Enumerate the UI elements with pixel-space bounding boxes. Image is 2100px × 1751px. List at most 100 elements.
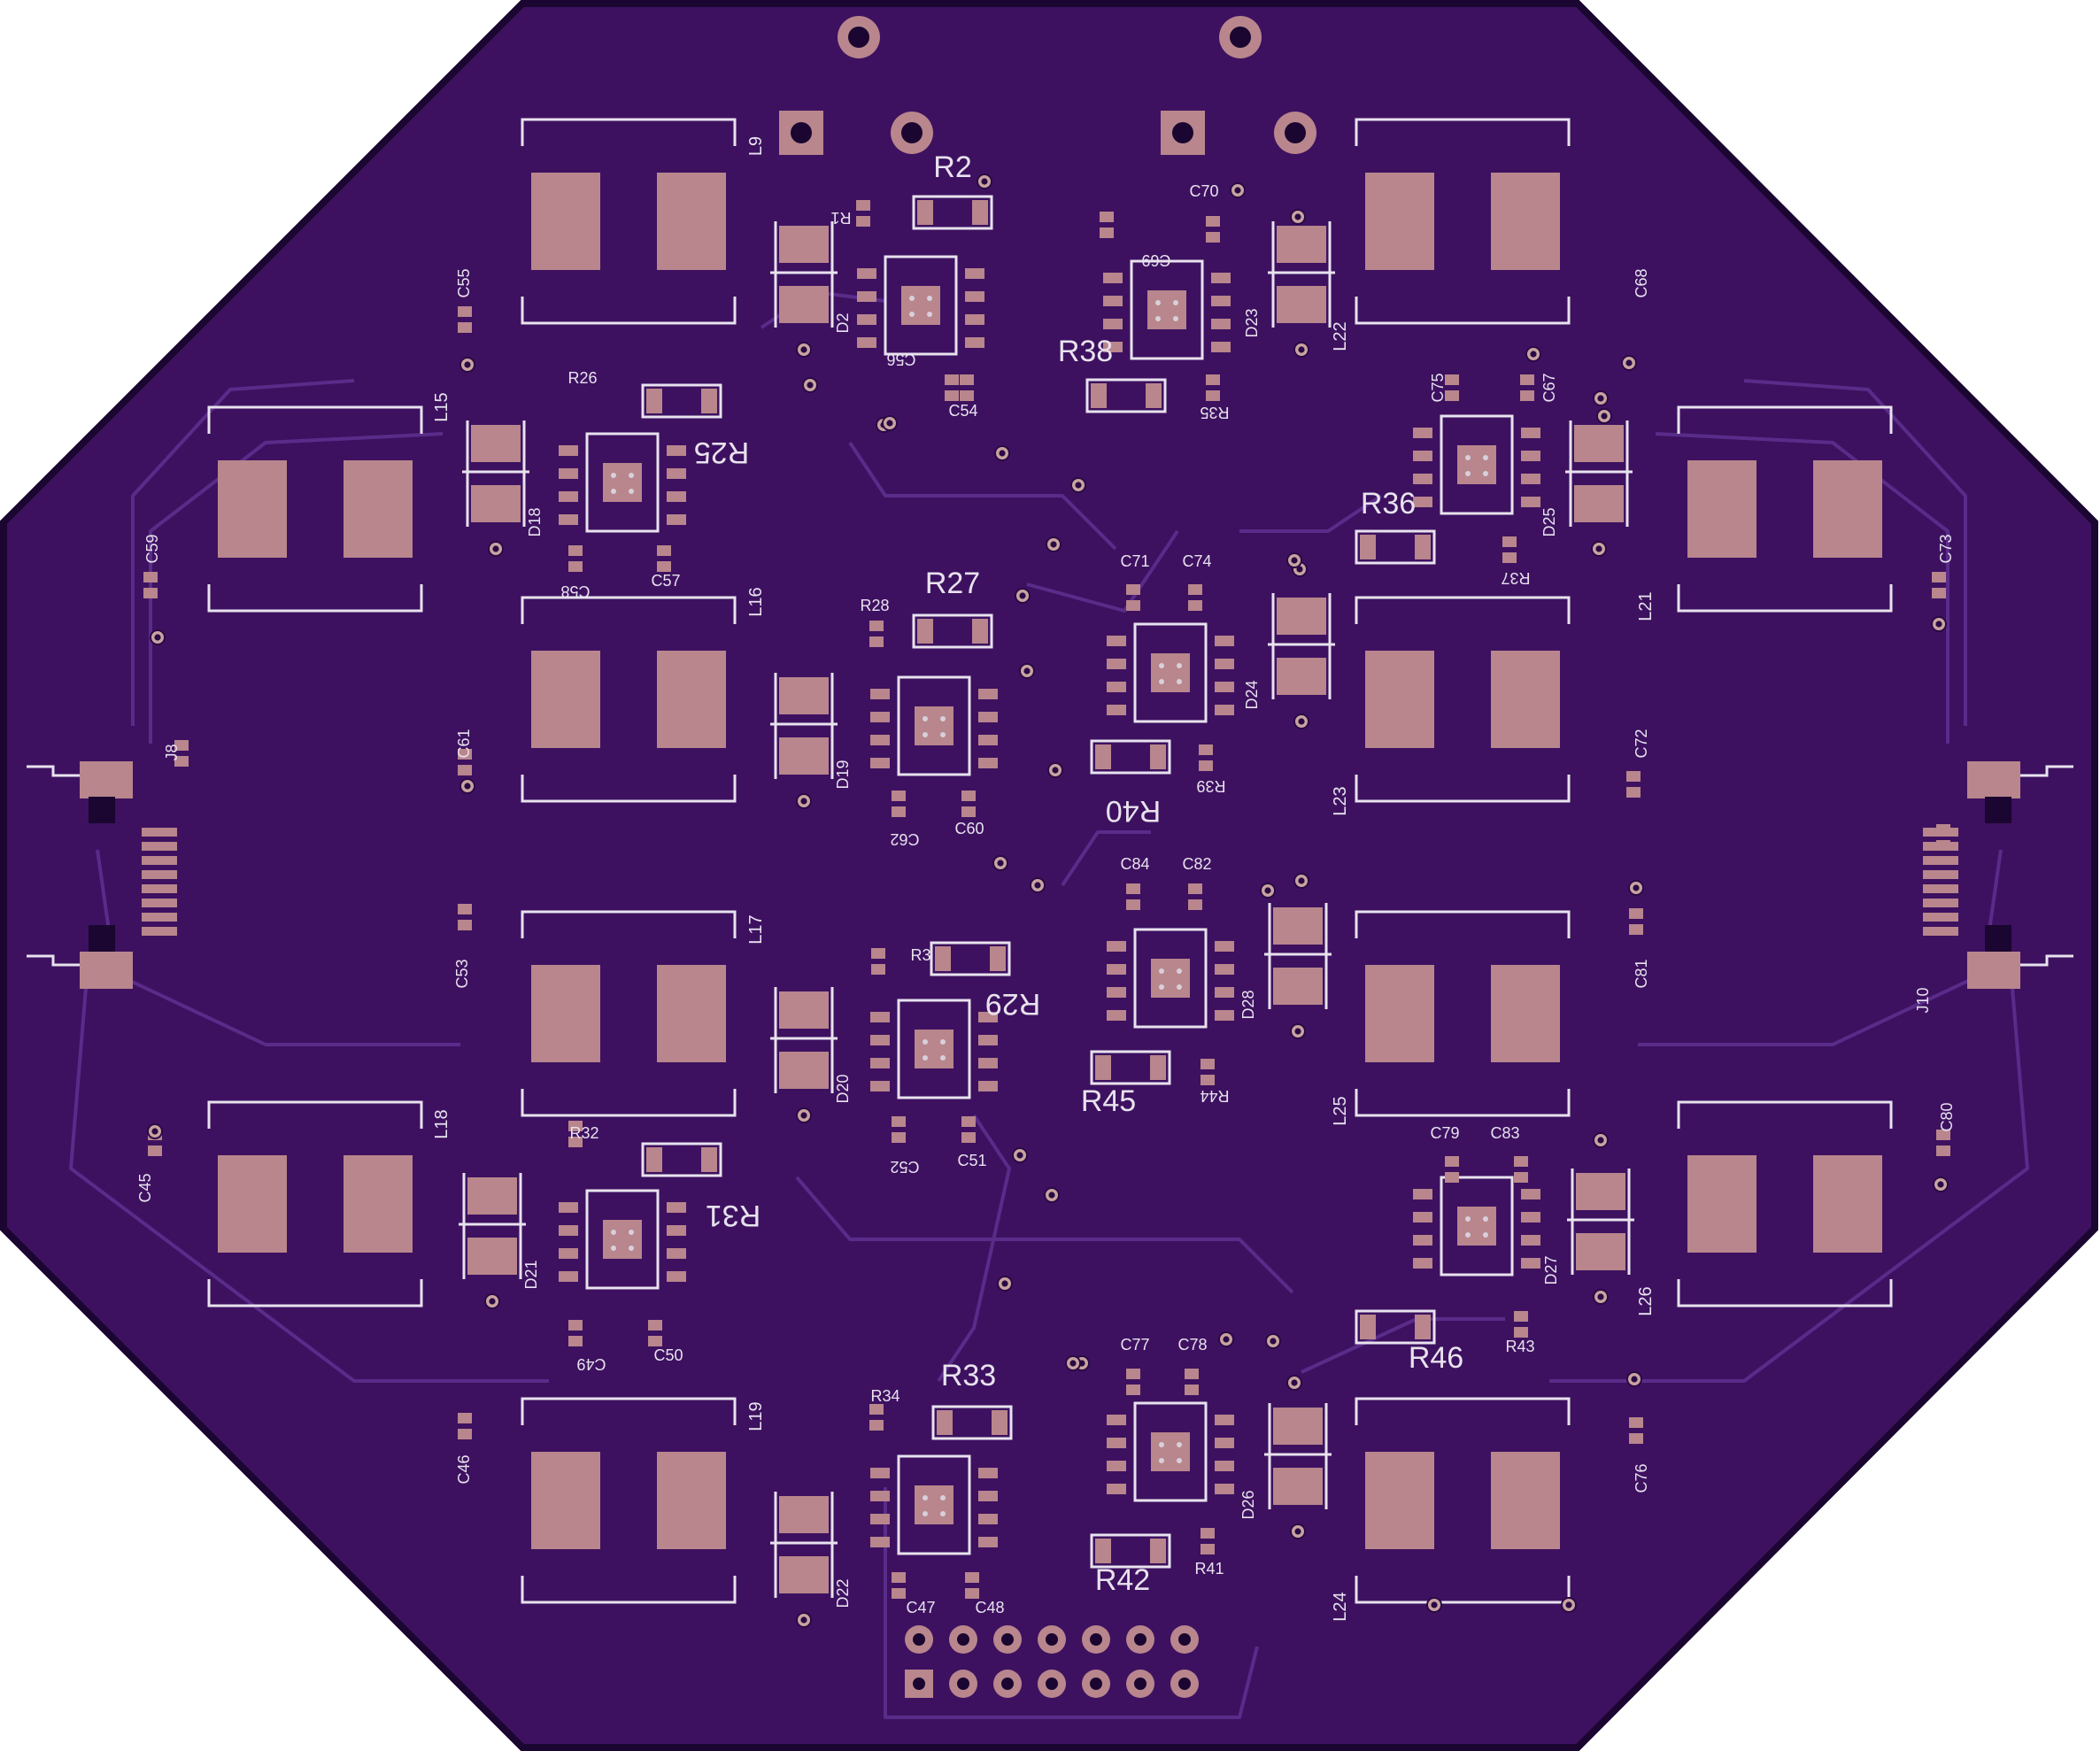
silk-label: L16 [746, 587, 766, 616]
silk-label: D26 [1239, 1490, 1257, 1519]
resistor-pad [1095, 1055, 1111, 1080]
connector-pin [1923, 856, 1958, 865]
ic-dot [629, 489, 634, 494]
via-hole [997, 860, 1004, 867]
silk-label: C57 [651, 572, 680, 590]
trace [937, 1114, 1011, 1383]
small-pad [1100, 228, 1114, 238]
small-pad [1199, 744, 1213, 755]
silk-label: R29 [985, 987, 1040, 1021]
ic-dot [1483, 1232, 1488, 1238]
small-pad [1206, 216, 1220, 227]
ic-pin [1215, 964, 1234, 975]
header-pin-hole [1178, 1633, 1191, 1646]
silk-label: C59 [143, 534, 161, 563]
small-pad [1445, 1156, 1459, 1167]
square-pad-hole [791, 122, 812, 143]
ic-dot [940, 1511, 946, 1516]
via-hole [1633, 884, 1640, 891]
ic-thermal-pad [1151, 653, 1190, 692]
ic-pin [559, 514, 578, 525]
connector-pin [1923, 828, 1958, 837]
small-pad [1514, 1311, 1528, 1322]
ic-outline [1440, 414, 1514, 515]
header-pin-hole [957, 1678, 969, 1690]
small-pad [1445, 374, 1459, 385]
ic-pin [1521, 1189, 1540, 1199]
inductor-pad [657, 1452, 726, 1549]
ic-dot [1159, 679, 1164, 684]
via-hole [1050, 541, 1057, 548]
diode-pad [1277, 226, 1326, 263]
resistor-outline [1090, 739, 1171, 775]
connector-pin [142, 927, 177, 936]
silk-label: D2 [834, 312, 852, 333]
inductor-silk [521, 1397, 737, 1425]
ic-pin [559, 445, 578, 456]
inductor-pad [1687, 1155, 1756, 1253]
resistor-pad [972, 619, 988, 644]
via-hole [1294, 213, 1301, 220]
diode-pad [779, 677, 829, 714]
mounting-hole [901, 122, 923, 143]
ic-pin [1521, 1258, 1540, 1269]
ic-pin [1107, 1415, 1126, 1425]
small-pad [648, 1336, 662, 1346]
small-pad [856, 200, 870, 211]
ic-pin [870, 735, 890, 745]
via-hole [1597, 1293, 1604, 1300]
via-hole [1264, 887, 1271, 894]
ic-dot [923, 732, 928, 737]
silk-label: R36 [1361, 487, 1416, 521]
small-pad [1126, 584, 1140, 595]
resistor-pad [1095, 744, 1111, 769]
silk-label: C51 [957, 1152, 986, 1169]
ic-dot [927, 296, 932, 301]
diode-pad [779, 737, 829, 775]
via-hole [1270, 1338, 1277, 1345]
silk-label: C60 [954, 820, 984, 837]
connector-silk [2020, 954, 2073, 967]
ic-pin [1107, 682, 1126, 692]
silk-label: R3 [910, 946, 930, 964]
diode-pad [1277, 598, 1326, 635]
small-pad [1520, 374, 1534, 385]
header-pin-hole [1090, 1633, 1102, 1646]
diode-pad [1277, 658, 1326, 695]
ic-dot [1159, 1442, 1164, 1447]
ic-outline [1440, 1176, 1514, 1277]
silk-label: C68 [1633, 268, 1650, 297]
inductor-pad [531, 965, 600, 1062]
inductor-pad [531, 1452, 600, 1549]
ic-pin [667, 1202, 686, 1213]
ic-dot [611, 473, 616, 478]
diode-pad [1273, 907, 1323, 945]
ic-dot [1155, 300, 1161, 305]
ic-outline [884, 255, 958, 356]
via-hole [1935, 621, 1942, 628]
small-pad [869, 1404, 884, 1415]
ic-dot [923, 716, 928, 721]
ic-outline [585, 1189, 660, 1290]
small-pad [458, 306, 472, 317]
via-hole [1052, 767, 1059, 774]
small-pad [458, 1413, 472, 1423]
inductor-silk [1355, 118, 1571, 146]
silk-label: L9 [746, 136, 766, 156]
ic-pin [1215, 941, 1234, 952]
inductor-pad [1491, 965, 1560, 1062]
inductor-pad [657, 651, 726, 748]
connector-pin [142, 842, 177, 851]
ic-dot [1483, 471, 1488, 476]
small-pad [1502, 536, 1517, 547]
ic-pin [667, 445, 686, 456]
inductor-silk [521, 775, 737, 803]
silk-label: L26 [1636, 1286, 1656, 1315]
connector-pin [142, 828, 177, 837]
ic-pin [870, 712, 890, 722]
small-pad [965, 1572, 979, 1583]
ic-pin [978, 758, 998, 768]
silk-label: C48 [975, 1599, 1004, 1616]
